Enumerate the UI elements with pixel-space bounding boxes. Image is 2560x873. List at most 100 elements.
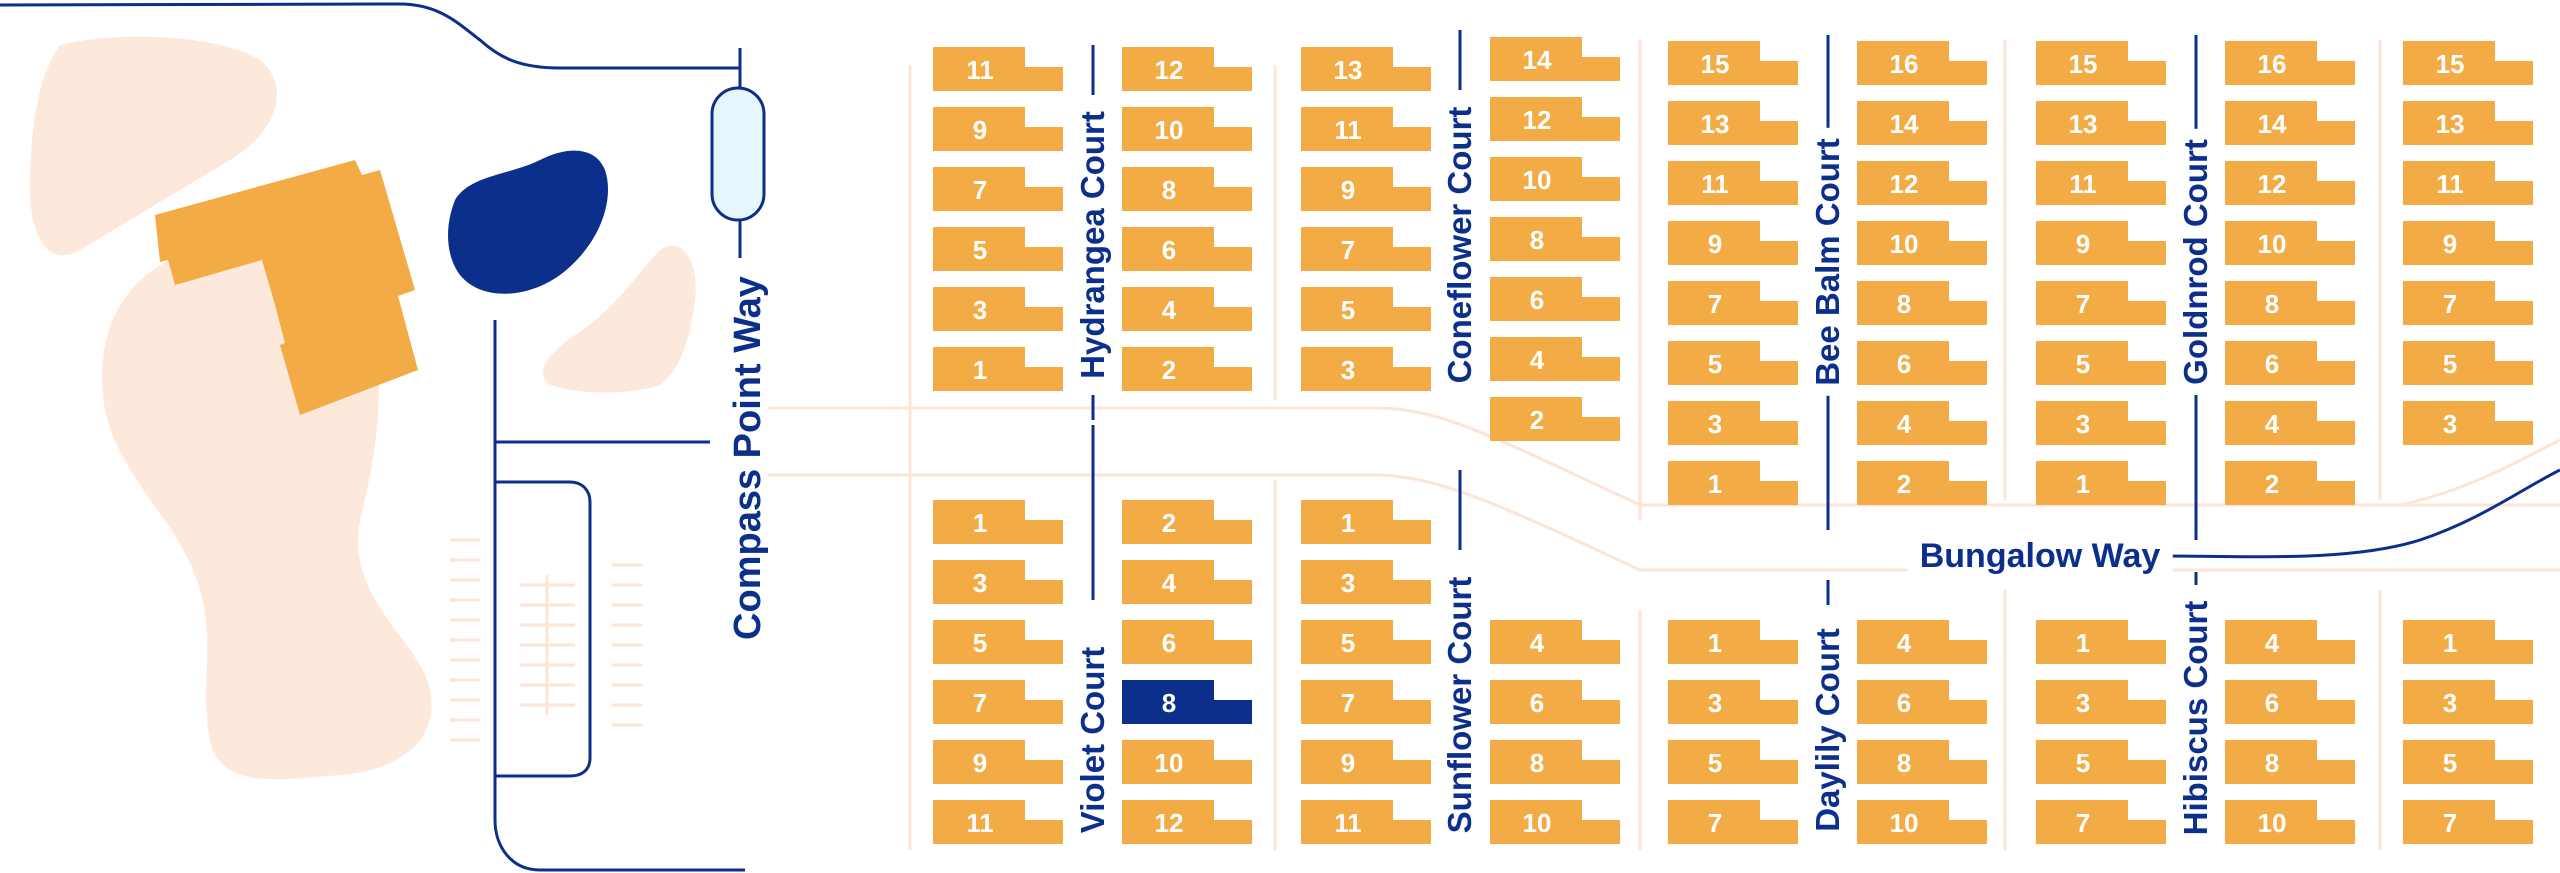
lot-sunflower-west-3[interactable]: 3	[1301, 560, 1431, 604]
lot-hibiscus-west-3[interactable]: 3	[2036, 680, 2166, 724]
lot-violet-west-5[interactable]: 5	[933, 620, 1063, 664]
lot-goldnrod-east-12[interactable]: 12	[2225, 161, 2355, 205]
lot-goldnrod-east-8[interactable]: 8	[2225, 281, 2355, 325]
lot-sunflower-east-10[interactable]: 10	[1490, 800, 1620, 844]
lot-violet-west-9[interactable]: 9	[933, 740, 1063, 784]
lot-goldnrod-west-11[interactable]: 11	[2036, 161, 2166, 205]
lot-coneflower-west-5[interactable]: 5	[1301, 287, 1431, 331]
lot-bee-balm-east-10[interactable]: 10	[1857, 221, 1987, 265]
lot-goldnrod-west-1[interactable]: 1	[2036, 461, 2166, 505]
lot-daylily-east-4[interactable]: 4	[1857, 620, 1987, 664]
lot-sunflower-west-11[interactable]: 11	[1301, 800, 1431, 844]
lot-daylily-west-5[interactable]: 5	[1668, 740, 1798, 784]
lot-bee-balm-east-6[interactable]: 6	[1857, 341, 1987, 385]
lot-hibiscus-west-1[interactable]: 1	[2036, 620, 2166, 664]
lot-bee-balm-west-13[interactable]: 13	[1668, 101, 1798, 145]
lot-hibiscus-far-east-7[interactable]: 7	[2403, 800, 2533, 844]
lot-hibiscus-east-4[interactable]: 4	[2225, 620, 2355, 664]
lot-violet-west-3[interactable]: 3	[933, 560, 1063, 604]
lot-bee-balm-west-3[interactable]: 3	[1668, 401, 1798, 445]
lot-sunflower-west-7[interactable]: 7	[1301, 680, 1431, 724]
lot-goldnrod-far-east-13[interactable]: 13	[2403, 101, 2533, 145]
lot-goldnrod-far-east-5[interactable]: 5	[2403, 341, 2533, 385]
lot-coneflower-east-6[interactable]: 6	[1490, 277, 1620, 321]
lot-sunflower-east-6[interactable]: 6	[1490, 680, 1620, 724]
lot-hydrangea-east-12[interactable]: 12	[1122, 47, 1252, 91]
lot-bee-balm-east-4[interactable]: 4	[1857, 401, 1987, 445]
lot-bee-balm-east-2[interactable]: 2	[1857, 461, 1987, 505]
lot-goldnrod-west-15[interactable]: 15	[2036, 41, 2166, 85]
lot-daylily-east-10[interactable]: 10	[1857, 800, 1987, 844]
lot-hibiscus-west-5[interactable]: 5	[2036, 740, 2166, 784]
lot-goldnrod-east-6[interactable]: 6	[2225, 341, 2355, 385]
lot-goldnrod-far-east-7[interactable]: 7	[2403, 281, 2533, 325]
lot-daylily-east-8[interactable]: 8	[1857, 740, 1987, 784]
lot-goldnrod-far-east-9[interactable]: 9	[2403, 221, 2533, 265]
lot-hibiscus-far-east-3[interactable]: 3	[2403, 680, 2533, 724]
lot-sunflower-west-1[interactable]: 1	[1301, 500, 1431, 544]
lot-daylily-east-6[interactable]: 6	[1857, 680, 1987, 724]
lot-bee-balm-east-16[interactable]: 16	[1857, 41, 1987, 85]
lot-coneflower-east-10[interactable]: 10	[1490, 157, 1620, 201]
lot-bee-balm-east-12[interactable]: 12	[1857, 161, 1987, 205]
lot-violet-west-7[interactable]: 7	[933, 680, 1063, 724]
lot-hibiscus-far-east-1[interactable]: 1	[2403, 620, 2533, 664]
lot-coneflower-west-7[interactable]: 7	[1301, 227, 1431, 271]
lot-goldnrod-far-east-15[interactable]: 15	[2403, 41, 2533, 85]
lot-coneflower-west-11[interactable]: 11	[1301, 107, 1431, 151]
lot-goldnrod-west-7[interactable]: 7	[2036, 281, 2166, 325]
lot-hydrangea-west-7[interactable]: 7	[933, 167, 1063, 211]
lot-bee-balm-west-15[interactable]: 15	[1668, 41, 1798, 85]
lot-hydrangea-east-6[interactable]: 6	[1122, 227, 1252, 271]
lot-goldnrod-far-east-11[interactable]: 11	[2403, 161, 2533, 205]
lot-sunflower-west-5[interactable]: 5	[1301, 620, 1431, 664]
lot-hydrangea-east-2[interactable]: 2	[1122, 347, 1252, 391]
lot-hibiscus-far-east-5[interactable]: 5	[2403, 740, 2533, 784]
lot-coneflower-east-8[interactable]: 8	[1490, 217, 1620, 261]
lot-daylily-west-3[interactable]: 3	[1668, 680, 1798, 724]
lot-bee-balm-east-14[interactable]: 14	[1857, 101, 1987, 145]
lot-daylily-west-7[interactable]: 7	[1668, 800, 1798, 844]
lot-violet-east-4[interactable]: 4	[1122, 560, 1252, 604]
lot-hydrangea-west-11[interactable]: 11	[933, 47, 1063, 91]
lot-hibiscus-east-8[interactable]: 8	[2225, 740, 2355, 784]
lot-goldnrod-west-13[interactable]: 13	[2036, 101, 2166, 145]
lot-goldnrod-west-5[interactable]: 5	[2036, 341, 2166, 385]
lot-goldnrod-east-14[interactable]: 14	[2225, 101, 2355, 145]
lot-violet-west-1[interactable]: 1	[933, 500, 1063, 544]
lot-sunflower-east-8[interactable]: 8	[1490, 740, 1620, 784]
lot-hibiscus-west-7[interactable]: 7	[2036, 800, 2166, 844]
lot-goldnrod-far-east-3[interactable]: 3	[2403, 401, 2533, 445]
lot-bee-balm-east-8[interactable]: 8	[1857, 281, 1987, 325]
lot-sunflower-east-4[interactable]: 4	[1490, 620, 1620, 664]
lot-goldnrod-east-4[interactable]: 4	[2225, 401, 2355, 445]
lot-hydrangea-east-8[interactable]: 8	[1122, 167, 1252, 211]
lot-coneflower-east-12[interactable]: 12	[1490, 97, 1620, 141]
lot-violet-east-12[interactable]: 12	[1122, 800, 1252, 844]
lot-hydrangea-west-5[interactable]: 5	[933, 227, 1063, 271]
lot-coneflower-west-13[interactable]: 13	[1301, 47, 1431, 91]
lot-goldnrod-west-9[interactable]: 9	[2036, 221, 2166, 265]
lot-goldnrod-east-10[interactable]: 10	[2225, 221, 2355, 265]
lot-hydrangea-west-1[interactable]: 1	[933, 347, 1063, 391]
lot-goldnrod-west-3[interactable]: 3	[2036, 401, 2166, 445]
lot-bee-balm-west-9[interactable]: 9	[1668, 221, 1798, 265]
lot-hydrangea-east-4[interactable]: 4	[1122, 287, 1252, 331]
lot-coneflower-west-3[interactable]: 3	[1301, 347, 1431, 391]
lot-coneflower-west-9[interactable]: 9	[1301, 167, 1431, 211]
lot-violet-east-8[interactable]: 8	[1122, 680, 1252, 724]
lot-hibiscus-east-6[interactable]: 6	[2225, 680, 2355, 724]
lot-hibiscus-east-10[interactable]: 10	[2225, 800, 2355, 844]
lot-hydrangea-west-9[interactable]: 9	[933, 107, 1063, 151]
lot-violet-east-2[interactable]: 2	[1122, 500, 1252, 544]
lot-violet-east-10[interactable]: 10	[1122, 740, 1252, 784]
lot-daylily-west-1[interactable]: 1	[1668, 620, 1798, 664]
lot-bee-balm-west-1[interactable]: 1	[1668, 461, 1798, 505]
lot-sunflower-west-9[interactable]: 9	[1301, 740, 1431, 784]
lot-hydrangea-west-3[interactable]: 3	[933, 287, 1063, 331]
lot-goldnrod-east-16[interactable]: 16	[2225, 41, 2355, 85]
lot-violet-east-6[interactable]: 6	[1122, 620, 1252, 664]
lot-bee-balm-west-7[interactable]: 7	[1668, 281, 1798, 325]
lot-coneflower-east-4[interactable]: 4	[1490, 337, 1620, 381]
lot-hydrangea-east-10[interactable]: 10	[1122, 107, 1252, 151]
